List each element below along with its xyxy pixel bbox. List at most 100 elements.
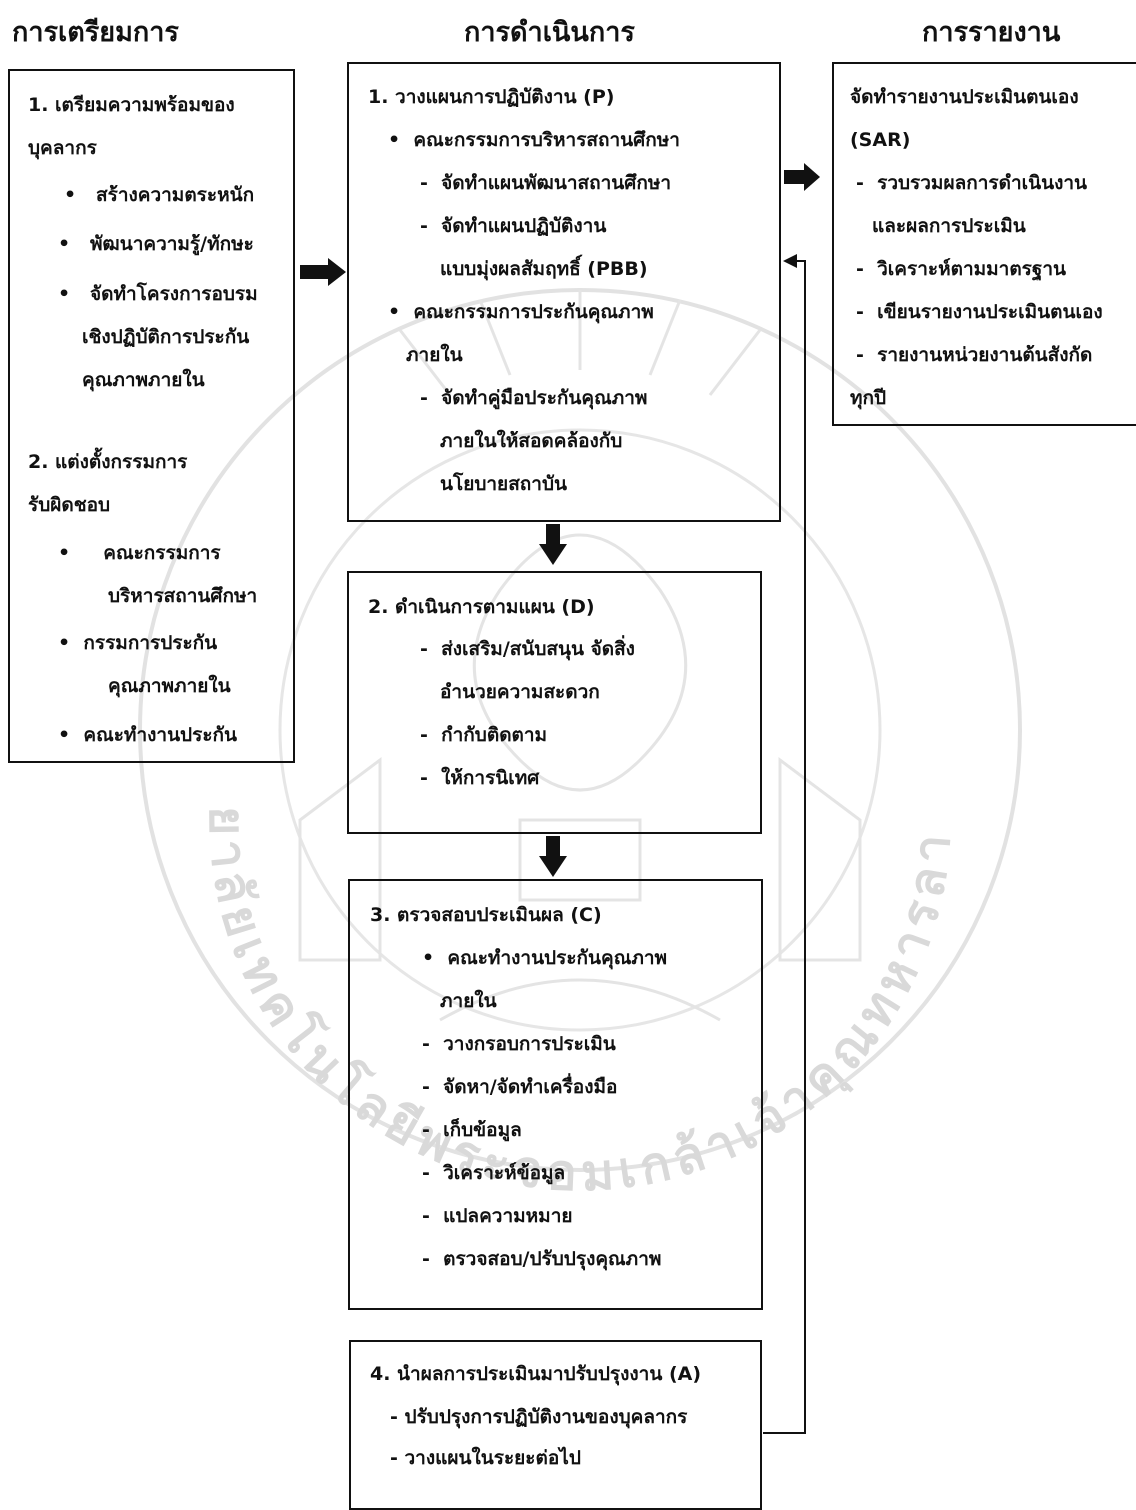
prep-bullet-working-group: • คณะทำงานประกัน	[58, 724, 237, 747]
act-title: 4. นำผลการประเมินมาปรับปรุงงาน (A)	[370, 1363, 702, 1385]
check-dash-framework-text: วางกรอบการประเมิน	[443, 1033, 616, 1055]
do-dash-monitor: - กำกับติดตาม	[420, 724, 547, 747]
dash-marker: -	[420, 767, 428, 789]
plan-title: 1. วางแผนการปฏิบัติงาน (P)	[368, 86, 615, 108]
dash-marker: -	[420, 215, 428, 237]
dash-marker: -	[856, 258, 864, 280]
dash-marker: -	[856, 301, 864, 323]
prep-bullet-qa-committee-text: กรรมการประกัน	[83, 632, 218, 654]
plan-dash-action-plan-cont: แบบมุ่งผลสัมฤทธิ์ (PBB)	[440, 258, 648, 280]
do-dash-supervise-text: ให้การนิเทศ	[441, 767, 540, 789]
prep-bullet-awareness: • สร้างความตระหนัก	[64, 184, 254, 207]
dash-marker: -	[390, 1406, 398, 1428]
act-dash-next-plan-text: วางแผนในระยะต่อไป	[404, 1447, 581, 1469]
check-title: 3. ตรวจสอบประเมินผล (C)	[370, 904, 602, 926]
prep-bullet-qa-committee: • กรรมการประกัน	[58, 632, 217, 655]
prep-item-1-title: 1. เตรียมความพร้อมของ	[28, 94, 235, 116]
plan-dash-qa-manual-cont2: นโยบายสถาบัน	[440, 473, 568, 495]
prep-item-2-title-cont: รับผิดชอบ	[28, 494, 111, 516]
act-dash-improve: - ปรับปรุงการปฏิบัติงานของบุคลากร	[390, 1406, 687, 1429]
prep-bullet-training: • จัดทำโครงการอบรม	[58, 283, 258, 306]
plan-dash-qa-manual: - จัดทำคู่มือประกันคุณภาพ	[420, 387, 647, 410]
dash-marker: -	[422, 1076, 430, 1098]
report-title-cont: (SAR)	[850, 129, 911, 151]
check-bullet-working-group: • คณะทำงานประกันคุณภาพ	[422, 947, 667, 970]
prep-bullet-training-cont2: คุณภาพภายใน	[82, 369, 205, 391]
prep-bullet-committee: • คณะกรรมการ	[58, 542, 221, 565]
prep-bullet-awareness-text: สร้างความตระหนัก	[96, 184, 255, 206]
report-dash-submit-text: รายงานหน่วยงานต้นสังกัด	[877, 344, 1093, 366]
prep-item-2-title: 2. แต่งตั้งกรรมการ	[28, 451, 188, 473]
plan-bullet-qa-committee-cont: ภายใน	[406, 344, 463, 366]
dash-marker: -	[422, 1033, 430, 1055]
prep-bullet-qa-committee-cont: คุณภาพภายใน	[108, 675, 231, 697]
check-dash-tools-text: จัดหา/จัดทำเครื่องมือ	[443, 1076, 618, 1098]
report-dash-submit-cont: ทุกปี	[850, 387, 887, 409]
check-dash-interpret-text: แปลความหมาย	[443, 1205, 573, 1227]
do-dash-support-cont: อำนวยความสะดวก	[440, 681, 600, 703]
plan-bullet-qa-committee-text: คณะกรรมการประกันคุณภาพ	[413, 301, 654, 323]
check-dash-collect: - เก็บข้อมูล	[422, 1119, 522, 1142]
prep-bullet-skills-text: พัฒนาความรู้/ทักษะ	[90, 233, 254, 255]
plan-bullet-admin-committee: • คณะกรรมการบริหารสถานศึกษา	[388, 129, 680, 152]
prep-bullet-training-text: จัดทำโครงการอบรม	[90, 283, 258, 305]
act-dash-next-plan: - วางแผนในระยะต่อไป	[390, 1447, 581, 1470]
report-dash-submit: - รายงานหน่วยงานต้นสังกัด	[856, 344, 1092, 367]
check-dash-collect-text: เก็บข้อมูล	[443, 1119, 522, 1141]
bullet-marker: •	[58, 632, 71, 654]
do-dash-monitor-text: กำกับติดตาม	[441, 724, 548, 746]
dash-marker: -	[420, 638, 428, 660]
report-dash-write-text: เขียนรายงานประเมินตนเอง	[877, 301, 1103, 323]
dash-marker: -	[390, 1447, 398, 1469]
report-dash-compile-cont: และผลการประเมิน	[872, 215, 1026, 237]
act-dash-improve-text: ปรับปรุงการปฏิบัติงานของบุคลากร	[404, 1406, 688, 1428]
prep-item-1-title-cont: บุคลากร	[28, 137, 97, 159]
bullet-marker: •	[58, 283, 71, 305]
check-bullet-working-group-cont: ภายใน	[440, 990, 497, 1012]
prep-bullet-committee-cont: บริหารสถานศึกษา	[108, 585, 258, 607]
dash-marker: -	[420, 387, 428, 409]
header-preparation: การเตรียมการ	[12, 17, 179, 48]
check-dash-analyze-text: วิเคราะห์ข้อมูล	[443, 1162, 566, 1184]
dash-marker: -	[856, 344, 864, 366]
dash-marker: -	[422, 1248, 430, 1270]
bullet-marker: •	[388, 301, 401, 323]
plan-dash-qa-manual-text: จัดทำคู่มือประกันคุณภาพ	[441, 387, 648, 409]
dash-marker: -	[422, 1119, 430, 1141]
bullet-marker: •	[422, 947, 435, 969]
do-box	[347, 571, 762, 834]
dash-marker: -	[422, 1162, 430, 1184]
check-dash-verify-text: ตรวจสอบ/ปรับปรุงคุณภาพ	[443, 1248, 662, 1270]
preparation-box	[8, 69, 295, 763]
university-seal-watermark: มหาวิทยาลัยเทคโนโลยีพระจอมเกล้าเจ้าคุณทห…	[80, 260, 1022, 1202]
report-dash-analyze-text: วิเคราะห์ตามมาตรฐาน	[877, 258, 1067, 280]
arrow-plan-to-report	[784, 163, 820, 191]
plan-dash-action-plan: - จัดทำแผนปฏิบัติงาน	[420, 215, 606, 238]
prep-bullet-skills: • พัฒนาความรู้/ทักษะ	[58, 233, 254, 256]
check-dash-tools: - จัดหา/จัดทำเครื่องมือ	[422, 1076, 617, 1099]
do-dash-supervise: - ให้การนิเทศ	[420, 767, 539, 790]
header-reporting: การรายงาน	[922, 17, 1061, 48]
report-dash-write: - เขียนรายงานประเมินตนเอง	[856, 301, 1103, 324]
dash-marker: -	[420, 172, 428, 194]
bullet-marker: •	[58, 724, 71, 746]
plan-dash-dev-plan-text: จัดทำแผนพัฒนาสถานศึกษา	[441, 172, 672, 194]
bullet-marker: •	[58, 542, 71, 564]
check-dash-interpret: - แปลความหมาย	[422, 1205, 573, 1228]
report-dash-analyze: - วิเคราะห์ตามมาตรฐาน	[856, 258, 1066, 281]
header-operation: การดำเนินการ	[464, 17, 635, 48]
report-title: จัดทำรายงานประเมินตนเอง	[850, 86, 1079, 108]
report-dash-compile: - รวบรวมผลการดำเนินงาน	[856, 172, 1087, 195]
report-dash-compile-text: รวบรวมผลการดำเนินงาน	[877, 172, 1088, 194]
dash-marker: -	[422, 1205, 430, 1227]
bullet-marker: •	[388, 129, 401, 151]
report-box	[832, 62, 1136, 426]
bullet-marker: •	[64, 184, 77, 206]
plan-dash-qa-manual-cont1: ภายในให้สอดคล้องกับ	[440, 430, 623, 452]
plan-bullet-qa-committee: • คณะกรรมการประกันคุณภาพ	[388, 301, 654, 324]
do-dash-support-text: ส่งเสริม/สนับสนุน จัดสิ่ง	[441, 638, 635, 660]
check-dash-verify: - ตรวจสอบ/ปรับปรุงคุณภาพ	[422, 1248, 661, 1271]
check-dash-analyze: - วิเคราะห์ข้อมูล	[422, 1162, 565, 1185]
check-dash-framework: - วางกรอบการประเมิน	[422, 1033, 616, 1056]
plan-dash-action-plan-text: จัดทำแผนปฏิบัติงาน	[441, 215, 607, 237]
